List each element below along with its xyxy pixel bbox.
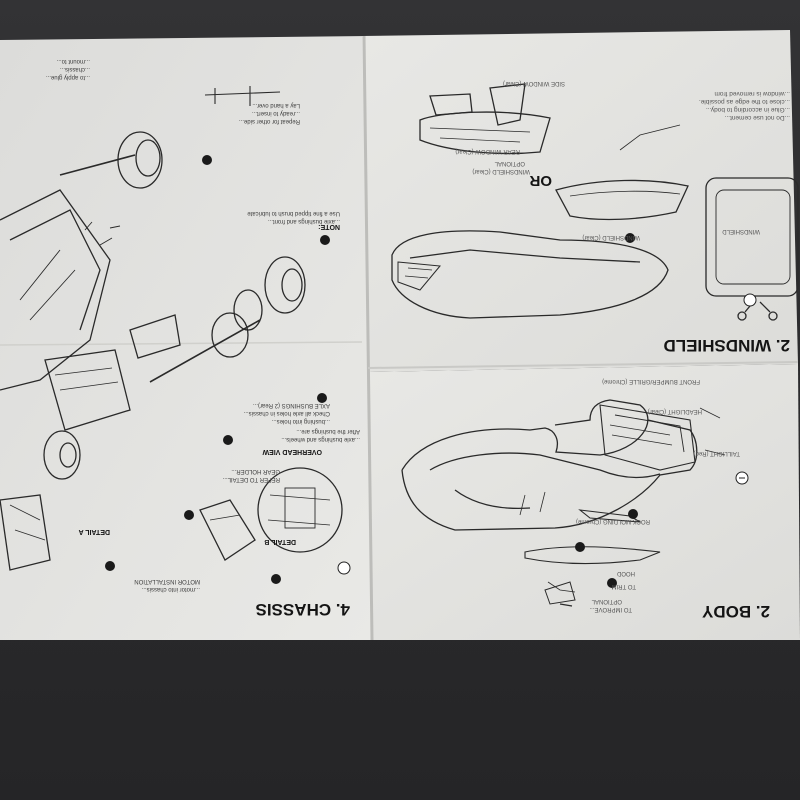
svg-text:...Glue in according to body..: ...Glue in according to body... xyxy=(706,106,790,113)
svg-text:After the bushings are...: After the bushings are... xyxy=(296,428,360,434)
svg-text:FRONT BUMPER/GRILLE (Chrome): FRONT BUMPER/GRILLE (Chrome) xyxy=(602,378,700,384)
svg-text:Repeat for other side...: Repeat for other side... xyxy=(239,118,300,124)
chassis-instructions: Use a fine tipped brush to lubricate ...… xyxy=(46,58,360,592)
svg-text:...ready to insert...: ...ready to insert... xyxy=(252,110,300,116)
note-label: NOTE: xyxy=(318,223,340,230)
svg-text:TO TRIM: TO TRIM xyxy=(612,583,636,589)
right-bottom-page xyxy=(368,364,800,640)
svg-text:Use a fine tipped brush to lub: Use a fine tipped brush to lubricate xyxy=(247,210,340,216)
body-part-labels: FRONT BUMPER/GRILLE (Chrome) HEADLIGHT (… xyxy=(576,378,740,612)
svg-text:HEADLIGHT (Clear): HEADLIGHT (Clear) xyxy=(648,408,702,414)
svg-text:AXLE BUSHINGS (2 Rear)...: AXLE BUSHINGS (2 Rear)... xyxy=(253,402,330,408)
overhead-view-label: OVERHEAD VIEW xyxy=(262,448,322,455)
svg-text:HOOD: HOOD xyxy=(616,570,635,576)
svg-text:...bushing into holes...: ...bushing into holes... xyxy=(271,418,330,424)
or-label: OR xyxy=(529,172,552,189)
detail-b-label: DETAIL B xyxy=(264,538,296,545)
svg-text:OPTIONAL: OPTIONAL xyxy=(591,598,622,604)
svg-text:...close to the edge as possib: ...close to the edge as possible. xyxy=(699,98,790,105)
windshield-callouts xyxy=(625,233,757,307)
svg-text:ROCK MOLDING (Chrome): ROCK MOLDING (Chrome) xyxy=(576,518,650,524)
svg-text:...window is removed from: ...window is removed from xyxy=(715,90,791,97)
chassis-callouts xyxy=(105,155,351,584)
svg-text:TO IMPROVE...: TO IMPROVE... xyxy=(589,606,632,612)
svg-text:MOTOR INSTALLATION: MOTOR INSTALLATION xyxy=(134,578,200,584)
svg-text:TAILLIGHT (Red): TAILLIGHT (Red) xyxy=(694,450,740,456)
svg-text:...axle bushings and wheels...: ...axle bushings and wheels... xyxy=(281,436,360,442)
body-title: 2. BODY xyxy=(701,602,770,621)
svg-text:OPTIONAL: OPTIONAL xyxy=(494,160,525,166)
svg-text:WINDSHIELD: WINDSHIELD xyxy=(722,228,760,234)
svg-text:...to apply glue...: ...to apply glue... xyxy=(46,74,90,80)
body-callouts xyxy=(575,471,749,588)
svg-text:...mount to...: ...mount to... xyxy=(56,58,90,64)
svg-text:Check all axle holes in chassi: Check all axle holes in chassis... xyxy=(243,410,330,416)
svg-text:REAR WINDOW (Clear): REAR WINDOW (Clear) xyxy=(455,148,520,154)
svg-text:WINDSHIELD (Clear): WINDSHIELD (Clear) xyxy=(472,168,530,174)
chassis-diagram xyxy=(0,86,343,571)
windshield-title: 2. WINDSHIELD xyxy=(663,336,790,355)
svg-text:WINDSHIELD (Clear): WINDSHIELD (Clear) xyxy=(582,234,640,240)
svg-text:...chassis...: ...chassis... xyxy=(60,66,90,72)
windshield-part-labels: WINDSHIELD (Clear) OPTIONAL WINDSHIELD (… xyxy=(455,80,760,240)
svg-text:...Do not use cement...: ...Do not use cement... xyxy=(724,114,790,121)
svg-text:Lay a hand over...: Lay a hand over... xyxy=(252,102,300,108)
windshield-instructions: ...window is removed from ...close to th… xyxy=(699,90,790,121)
horizontal-fold xyxy=(367,361,799,369)
svg-text:...axle bushings and front...: ...axle bushings and front... xyxy=(268,218,340,224)
left-page xyxy=(0,36,372,640)
center-fold xyxy=(362,35,374,641)
windshield-diagram xyxy=(391,83,799,321)
svg-text:REFER TO DETAIL...: REFER TO DETAIL... xyxy=(222,476,280,482)
svg-text:SIDE WINDOW (Clear): SIDE WINDOW (Clear) xyxy=(503,80,565,86)
svg-text:...motor into chassis...: ...motor into chassis... xyxy=(141,586,200,592)
svg-text:GEAR HOLDER...: GEAR HOLDER... xyxy=(231,468,280,474)
detail-a-label: DETAIL A xyxy=(79,528,110,535)
right-top-page xyxy=(362,30,798,372)
body-diagram xyxy=(401,399,726,607)
chassis-title: 4. CHASSIS xyxy=(256,600,350,619)
